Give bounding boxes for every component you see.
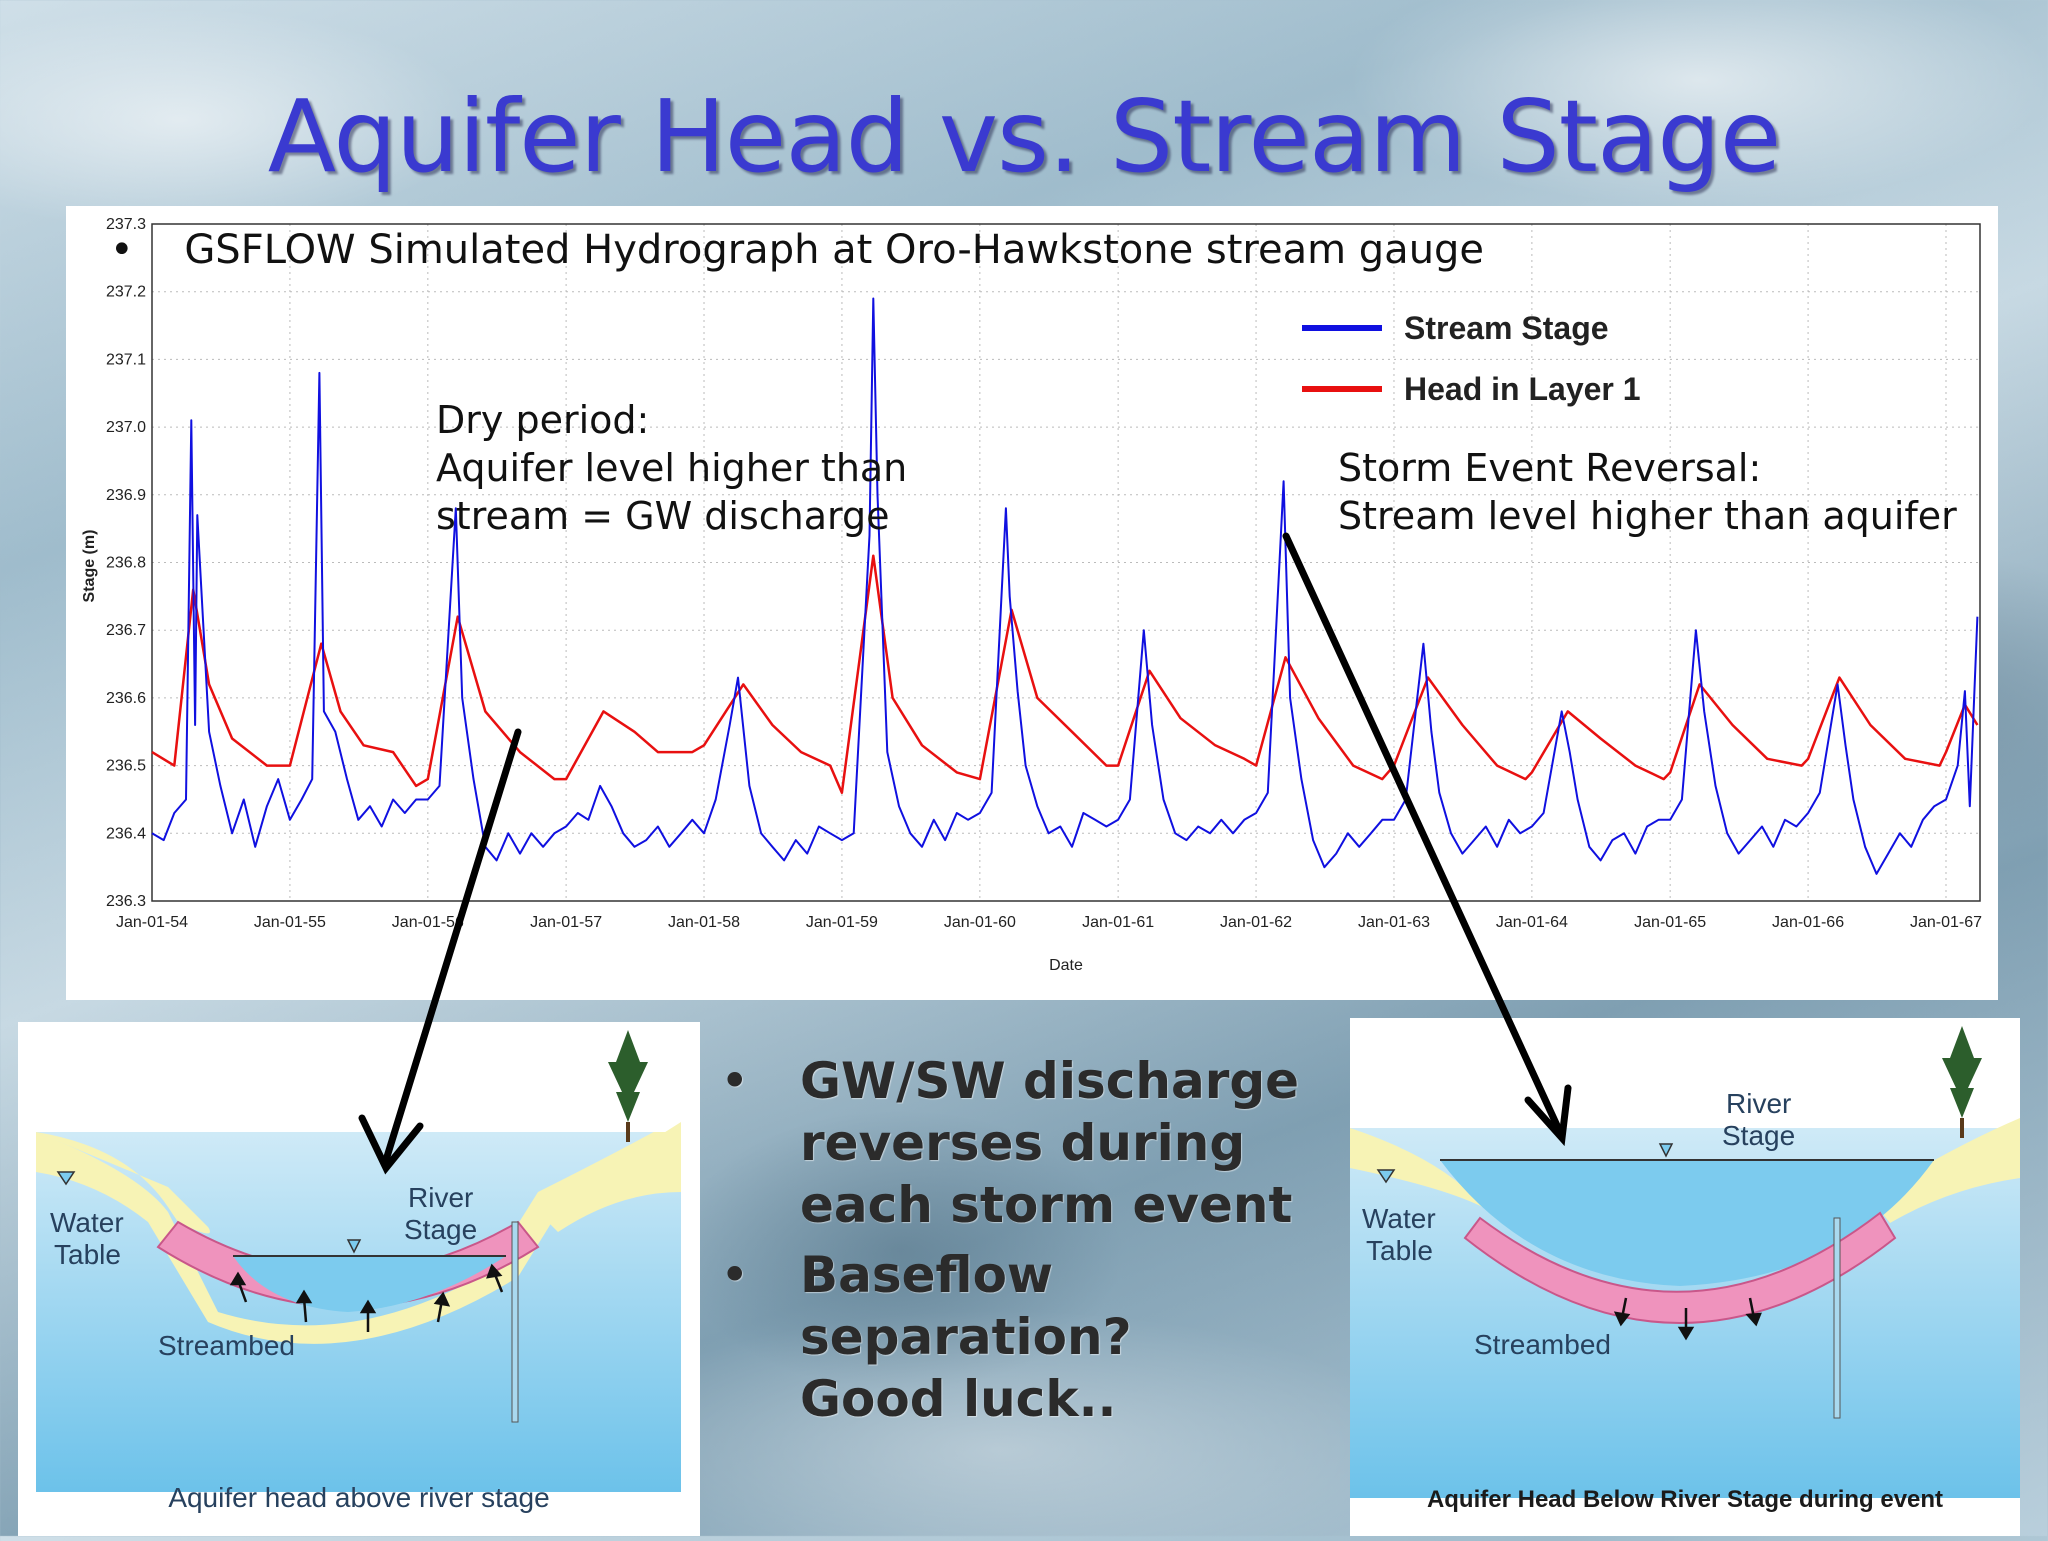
right-diagram-svg: Water Table River Stage Streambed — [1350, 1026, 2020, 1498]
series-line-stream-stage — [151, 297, 1979, 875]
river-stage-marker-icon — [1658, 1143, 1674, 1158]
y-axis-ticks: 236.3 236.4 236.5 236.6 236.7 236.8 236.9 237.0… — [106, 216, 146, 910]
x-tick-label: Jan-01-65 — [1634, 914, 1706, 931]
well-casing — [511, 1221, 519, 1423]
river-stage-label: Stage — [1722, 1120, 1795, 1151]
x-tick-label: Jan-01-63 — [1358, 914, 1430, 931]
y-axis-label: Stage (m) — [81, 530, 98, 603]
bullet-list: • GW/SW discharge reverses during each s… — [720, 1050, 1340, 1438]
storm-event-annotation: Storm Event Reversal: Stream level highe… — [1338, 444, 1957, 540]
y-tick-label: 236.9 — [106, 487, 146, 504]
bullet-marker: • — [720, 1246, 750, 1304]
tree-trunk — [626, 1122, 630, 1142]
x-axis-label: Date — [1049, 957, 1083, 974]
series-line-head-layer1 — [151, 554, 1979, 794]
river-stage-label: Stage — [404, 1214, 477, 1245]
river-water-flood — [1440, 1160, 1934, 1286]
plot-frame — [151, 223, 1981, 902]
x-tick-label: Jan-01-66 — [1772, 914, 1844, 931]
x-tick-label: Jan-01-67 — [1910, 914, 1982, 931]
x-tick-label: Jan-01-62 — [1220, 914, 1292, 931]
pine-tree-icon — [1942, 1026, 1982, 1118]
streambed — [1463, 1211, 1897, 1324]
bullet-line: GW/SW discharge — [800, 1052, 1300, 1110]
tree-trunk — [1960, 1118, 1964, 1138]
y-tick-label: 236.6 — [106, 690, 146, 707]
water-table-label: Table — [54, 1239, 121, 1270]
slide-title: Aquifer Head vs. Stream Stage — [267, 78, 1782, 195]
hydrograph-chart: 236.3 236.4 236.5 236.6 236.7 236.8 236.9 237.0… — [66, 206, 1998, 1000]
storm-event-line: Stream level higher than aquifer — [1338, 494, 1957, 538]
bullet-line: separation? — [800, 1308, 1132, 1366]
legend-label-head-layer1: Head in Layer 1 — [1404, 371, 1641, 407]
right-diagram-caption: Aquifer Head Below River Stage during ev… — [1426, 1486, 1944, 1513]
water-table-label: Table — [1366, 1235, 1433, 1266]
bullet-line: each storm event — [800, 1176, 1293, 1234]
y-tick-label: 237.3 — [106, 216, 146, 233]
y-tick-label: 237.2 — [106, 284, 146, 301]
dry-period-annotation: Dry period: Aquifer level higher than st… — [436, 396, 907, 540]
bullet-line: Baseflow — [800, 1246, 1054, 1304]
x-tick-label: Jan-01-55 — [254, 914, 326, 931]
legend-label-stream-stage: Stream Stage — [1404, 310, 1609, 346]
y-tick-label: 237.0 — [106, 419, 146, 436]
hydrograph-svg: 236.3 236.4 236.5 236.6 236.7 236.8 236.9 237.0… — [81, 216, 1982, 974]
y-tick-label: 236.5 — [106, 758, 146, 775]
chart-series — [151, 297, 1979, 875]
dry-period-line: Aquifer level higher than — [436, 446, 908, 490]
storm-event-line: Storm Event Reversal: — [1338, 446, 1762, 490]
y-tick-label: 236.7 — [106, 622, 146, 639]
sky-area — [36, 1022, 681, 1132]
x-tick-label: Jan-01-64 — [1496, 914, 1568, 931]
water-table-label: Water — [50, 1207, 124, 1238]
y-tick-label: 237.1 — [106, 351, 146, 368]
bullet-marker: • — [720, 1052, 750, 1110]
soil-bank — [36, 1117, 681, 1344]
upward-flow-arrows-icon — [229, 1263, 504, 1332]
water-table-marker-icon — [1376, 1169, 1396, 1184]
left-diagram-caption: Aquifer head above river stage — [168, 1482, 550, 1513]
streambed-label: Streambed — [158, 1330, 295, 1361]
bullet-line: Good luck.. — [800, 1370, 1117, 1428]
water-table-label: Water — [1362, 1203, 1436, 1234]
right-bank — [538, 1122, 681, 1232]
y-tick-label: 236.3 — [106, 893, 146, 910]
river-stage-label: River — [1726, 1088, 1791, 1119]
x-axis-ticks: Jan-01-54 Jan-01-55 Jan-01-56 Jan-01-57 Jan-… — [116, 914, 1982, 931]
x-tick-label: Jan-01-61 — [1082, 914, 1154, 931]
bullet-item: • GW/SW discharge reverses during each s… — [720, 1050, 1340, 1236]
chart-heading: • GSFLOW Simulated Hydrograph at Oro-Haw… — [110, 226, 1610, 274]
chart-heading-bullet: • — [110, 227, 134, 273]
left-bank — [36, 1132, 210, 1234]
x-tick-label: Jan-01-59 — [806, 914, 878, 931]
dry-period-line: Dry period: — [436, 398, 650, 442]
water-table-marker-icon — [56, 1171, 76, 1186]
x-tick-label: Jan-01-60 — [944, 914, 1016, 931]
right-diagram-panel: Water Table River Stage Streambed Aquife… — [1350, 1018, 2020, 1536]
river-stage-label: River — [408, 1182, 473, 1213]
pine-tree-icon — [608, 1030, 648, 1122]
well-casing — [1833, 1217, 1841, 1419]
x-tick-label: Jan-01-58 — [668, 914, 740, 931]
chart-legend: Stream Stage Head in Layer 1 — [1302, 310, 1641, 407]
downward-flow-arrows-icon — [1613, 1297, 1762, 1341]
bullet-line: reverses during — [800, 1114, 1246, 1172]
right-bank — [1870, 1118, 2020, 1223]
x-tick-label: Jan-01-57 — [530, 914, 602, 931]
left-bank — [1350, 1128, 1500, 1218]
chart-heading-text: GSFLOW Simulated Hydrograph at Oro-Hawks… — [184, 227, 1485, 273]
x-tick-label: Jan-01-54 — [116, 914, 188, 931]
streambed-label: Streambed — [1474, 1329, 1611, 1360]
x-tick-label: Jan-01-56 — [392, 914, 464, 931]
bullet-item: • Baseflow separation? Good luck.. — [720, 1244, 1340, 1430]
left-diagram-svg: Water Table River Stage Streambed — [36, 1022, 681, 1492]
river-stage-marker-icon — [346, 1239, 362, 1254]
y-tick-label: 236.4 — [106, 825, 146, 842]
left-diagram-panel: Water Table River Stage Streambed Aquife… — [18, 1022, 700, 1536]
y-tick-label: 236.8 — [106, 555, 146, 572]
dry-period-line: stream = GW discharge — [436, 494, 890, 538]
